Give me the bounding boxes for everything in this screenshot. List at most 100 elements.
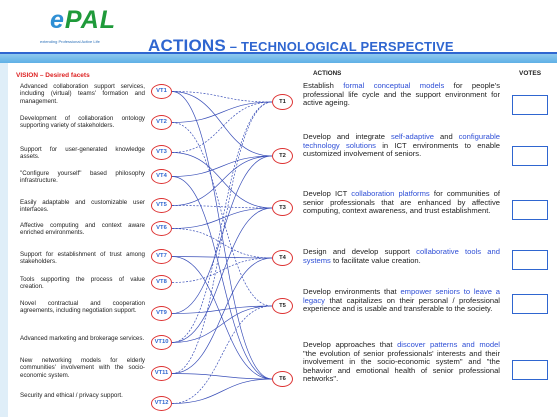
link-line: [171, 373, 273, 380]
vision-facet-text: Support for establishment of trust among…: [20, 251, 145, 266]
vision-facet-badge: VT10: [151, 335, 172, 350]
vision-facet-text: Novel contractual and cooperation agreem…: [20, 300, 145, 315]
vision-facet-text: Easily adaptable and customizable user i…: [20, 199, 145, 214]
action-target-badge: T6: [272, 371, 293, 387]
action-highlight: formal conceptual models: [343, 81, 445, 90]
action-item: Develop ICT collaboration platforms for …: [303, 189, 500, 216]
link-line: [171, 155, 273, 206]
vote-box[interactable]: [512, 250, 548, 270]
link-line: [171, 101, 273, 153]
vision-facet-text: "Configure yourself" based philosophy in…: [20, 170, 145, 185]
action-text: Develop and integrate: [303, 132, 391, 141]
link-line: [171, 305, 273, 343]
vision-facet-badge: VT2: [151, 115, 172, 130]
action-text: in ICT environments to enable customized…: [303, 140, 500, 159]
slide-title: ACTIONS – TECHNOLOGICAL PERSPECTIVE: [148, 36, 454, 55]
link-line: [171, 91, 273, 157]
link-line: [171, 101, 273, 343]
link-line: [171, 91, 273, 380]
vision-facet-badge: VT9: [151, 306, 172, 321]
link-line: [171, 257, 273, 283]
vision-facet-badge: VT6: [151, 221, 172, 236]
link-line: [171, 228, 273, 259]
link-line: [171, 101, 273, 374]
action-target-badge: T2: [272, 148, 293, 164]
action-text: for communities of senior professionals …: [303, 189, 500, 216]
header-divider: [0, 52, 557, 54]
action-item: Design and develop support collaborative…: [303, 247, 500, 265]
action-text: to facilitate value creation.: [330, 255, 421, 265]
action-highlight: self-adaptive: [390, 132, 435, 141]
action-text: Design and develop support: [303, 247, 417, 256]
action-target-badge: T1: [272, 94, 293, 110]
link-line: [171, 176, 273, 380]
epal-logo: ePAL extending Professional Active Life: [36, 6, 146, 60]
vision-facet-text: New networking models for elderly commun…: [20, 357, 145, 379]
link-line: [171, 152, 273, 209]
actions-heading: ACTIONS: [313, 70, 342, 77]
action-text: that capitalizes on their personal / pro…: [303, 295, 500, 314]
vision-facet-text: Security and ethical / privacy support.: [20, 392, 123, 399]
link-line: [171, 257, 273, 374]
action-text: Develop ICT: [303, 189, 352, 198]
link-line: [171, 378, 273, 404]
vision-facet-badge: VT4: [151, 169, 172, 184]
action-item: Establish formal conceptual models for p…: [303, 81, 500, 108]
action-target-badge: T5: [272, 298, 293, 314]
link-line: [171, 207, 273, 343]
vision-facet-badge: VT11: [151, 366, 172, 381]
link-line: [171, 91, 273, 103]
vision-facet-badge: VT7: [151, 249, 172, 264]
votes-heading: VOTES: [519, 70, 542, 77]
vision-facet-text: Affective computing and context aware en…: [20, 222, 145, 237]
action-highlight: discover patterns and model: [397, 340, 500, 349]
link-line: [171, 256, 273, 259]
vision-facet-badge: VT5: [151, 198, 172, 213]
action-highlight: collaborative tools and systems: [303, 247, 500, 265]
vision-facet-text: Advanced marketing and brokerage service…: [20, 335, 145, 342]
vision-facet-badge: VT12: [151, 396, 172, 411]
vision-panel: [12, 68, 150, 417]
vote-box[interactable]: [512, 95, 548, 115]
link-line: [171, 155, 273, 177]
action-highlight: configurable technology solutions: [303, 132, 500, 150]
vision-facet-badge: VT1: [151, 84, 172, 99]
action-item: Develop approaches that discover pattern…: [303, 340, 500, 384]
vote-box[interactable]: [512, 360, 548, 380]
action-text: and: [434, 132, 459, 141]
vision-facet-badge: VT8: [151, 275, 172, 290]
action-text: Develop environments that: [303, 287, 401, 296]
link-line: [171, 122, 273, 307]
action-highlight: collaboration platforms: [351, 189, 430, 198]
action-text: for people's professional life cycle and…: [303, 81, 500, 108]
logo-wordmark: ePAL: [50, 6, 117, 34]
action-highlight: empower seniors to leave a legacy: [303, 287, 500, 305]
action-text: "the evolution of senior professionals' …: [303, 348, 500, 384]
vision-facet-badge: VT3: [151, 145, 172, 160]
link-line: [171, 256, 273, 380]
vote-box[interactable]: [512, 200, 548, 220]
vision-facet-text: Advanced collaboration support services,…: [20, 83, 145, 105]
logo-tagline: extending Professional Active Life: [40, 39, 100, 44]
link-line: [171, 205, 273, 209]
header-band: [0, 54, 557, 63]
vote-box[interactable]: [512, 294, 548, 314]
header: ePAL extending Professional Active Life …: [0, 0, 557, 63]
link-line: [171, 101, 273, 123]
action-item: Develop environments that empower senior…: [303, 287, 500, 314]
left-margin-strip: [0, 63, 8, 417]
link-line: [171, 207, 273, 229]
vote-box[interactable]: [512, 146, 548, 166]
vision-facet-text: Support for user-generated knowledge ass…: [20, 146, 145, 161]
link-line: [171, 305, 273, 404]
vision-heading: VISION – Desired facets: [16, 72, 90, 79]
action-item: Develop and integrate self-adaptive and …: [303, 132, 500, 159]
action-text: Establish: [303, 81, 344, 90]
action-target-badge: T4: [272, 250, 293, 266]
vision-facet-text: Development of collaboration ontology su…: [20, 115, 145, 130]
action-target-badge: T3: [272, 200, 293, 216]
link-line: [171, 305, 273, 314]
vision-facet-text: Tools supporting the process of value cr…: [20, 276, 145, 291]
action-text: Develop approaches that: [303, 340, 398, 349]
